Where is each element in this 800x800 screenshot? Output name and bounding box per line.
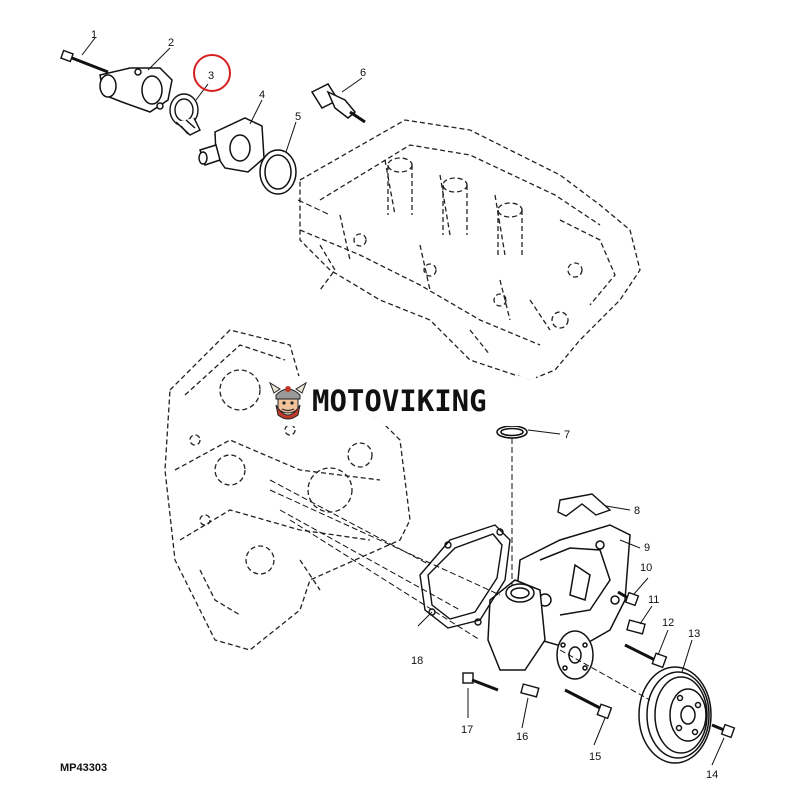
callout-9: 9 <box>644 542 650 554</box>
leader-lines <box>81 37 725 766</box>
fasteners <box>462 590 736 739</box>
callout-10: 10 <box>640 562 652 574</box>
watermark-text: MOTOVIKING <box>312 384 487 418</box>
callout-18: 18 <box>411 655 423 667</box>
callout-14: 14 <box>706 769 718 781</box>
callout-2: 2 <box>168 37 174 49</box>
callout-16: 16 <box>516 731 528 743</box>
callout-3-highlight-circle <box>193 54 231 92</box>
callout-11: 11 <box>648 594 659 606</box>
drawing-code: MP43303 <box>60 762 108 774</box>
callout-3: 3 <box>208 70 214 82</box>
callout-12: 12 <box>662 617 674 629</box>
part-7-o-ring <box>496 425 528 439</box>
part-9-water-pump-body <box>514 524 631 651</box>
part-5-gasket <box>259 149 297 195</box>
callout-8: 8 <box>634 505 640 517</box>
part-2-thermostat-cover <box>99 67 173 113</box>
part-6-temperature-sensor <box>310 83 366 124</box>
callout-4: 4 <box>259 89 265 101</box>
watermark-banner: MOTOVIKING <box>262 376 536 426</box>
part-13-pulley <box>638 666 712 764</box>
callout-7: 7 <box>564 429 570 441</box>
part-4-thermostat-housing <box>198 117 265 173</box>
part-1-bolt <box>60 49 109 74</box>
part-pump-hub <box>487 579 594 680</box>
callout-15: 15 <box>589 751 601 763</box>
part-3-thermostat <box>169 93 201 136</box>
callout-5: 5 <box>295 111 301 123</box>
callout-labels: 1 2 3 4 5 6 7 8 9 10 11 12 13 14 15 16 1… <box>91 29 718 781</box>
part-8-bracket <box>557 493 612 517</box>
callout-13: 13 <box>688 628 700 640</box>
assembly-lines <box>269 199 651 701</box>
cylinder-head <box>299 119 641 381</box>
viking-head-logo-icon <box>268 381 308 420</box>
callout-17: 17 <box>461 724 473 736</box>
part-18-gasket <box>419 524 511 629</box>
callout-1: 1 <box>91 29 97 41</box>
callout-6: 6 <box>360 67 366 79</box>
